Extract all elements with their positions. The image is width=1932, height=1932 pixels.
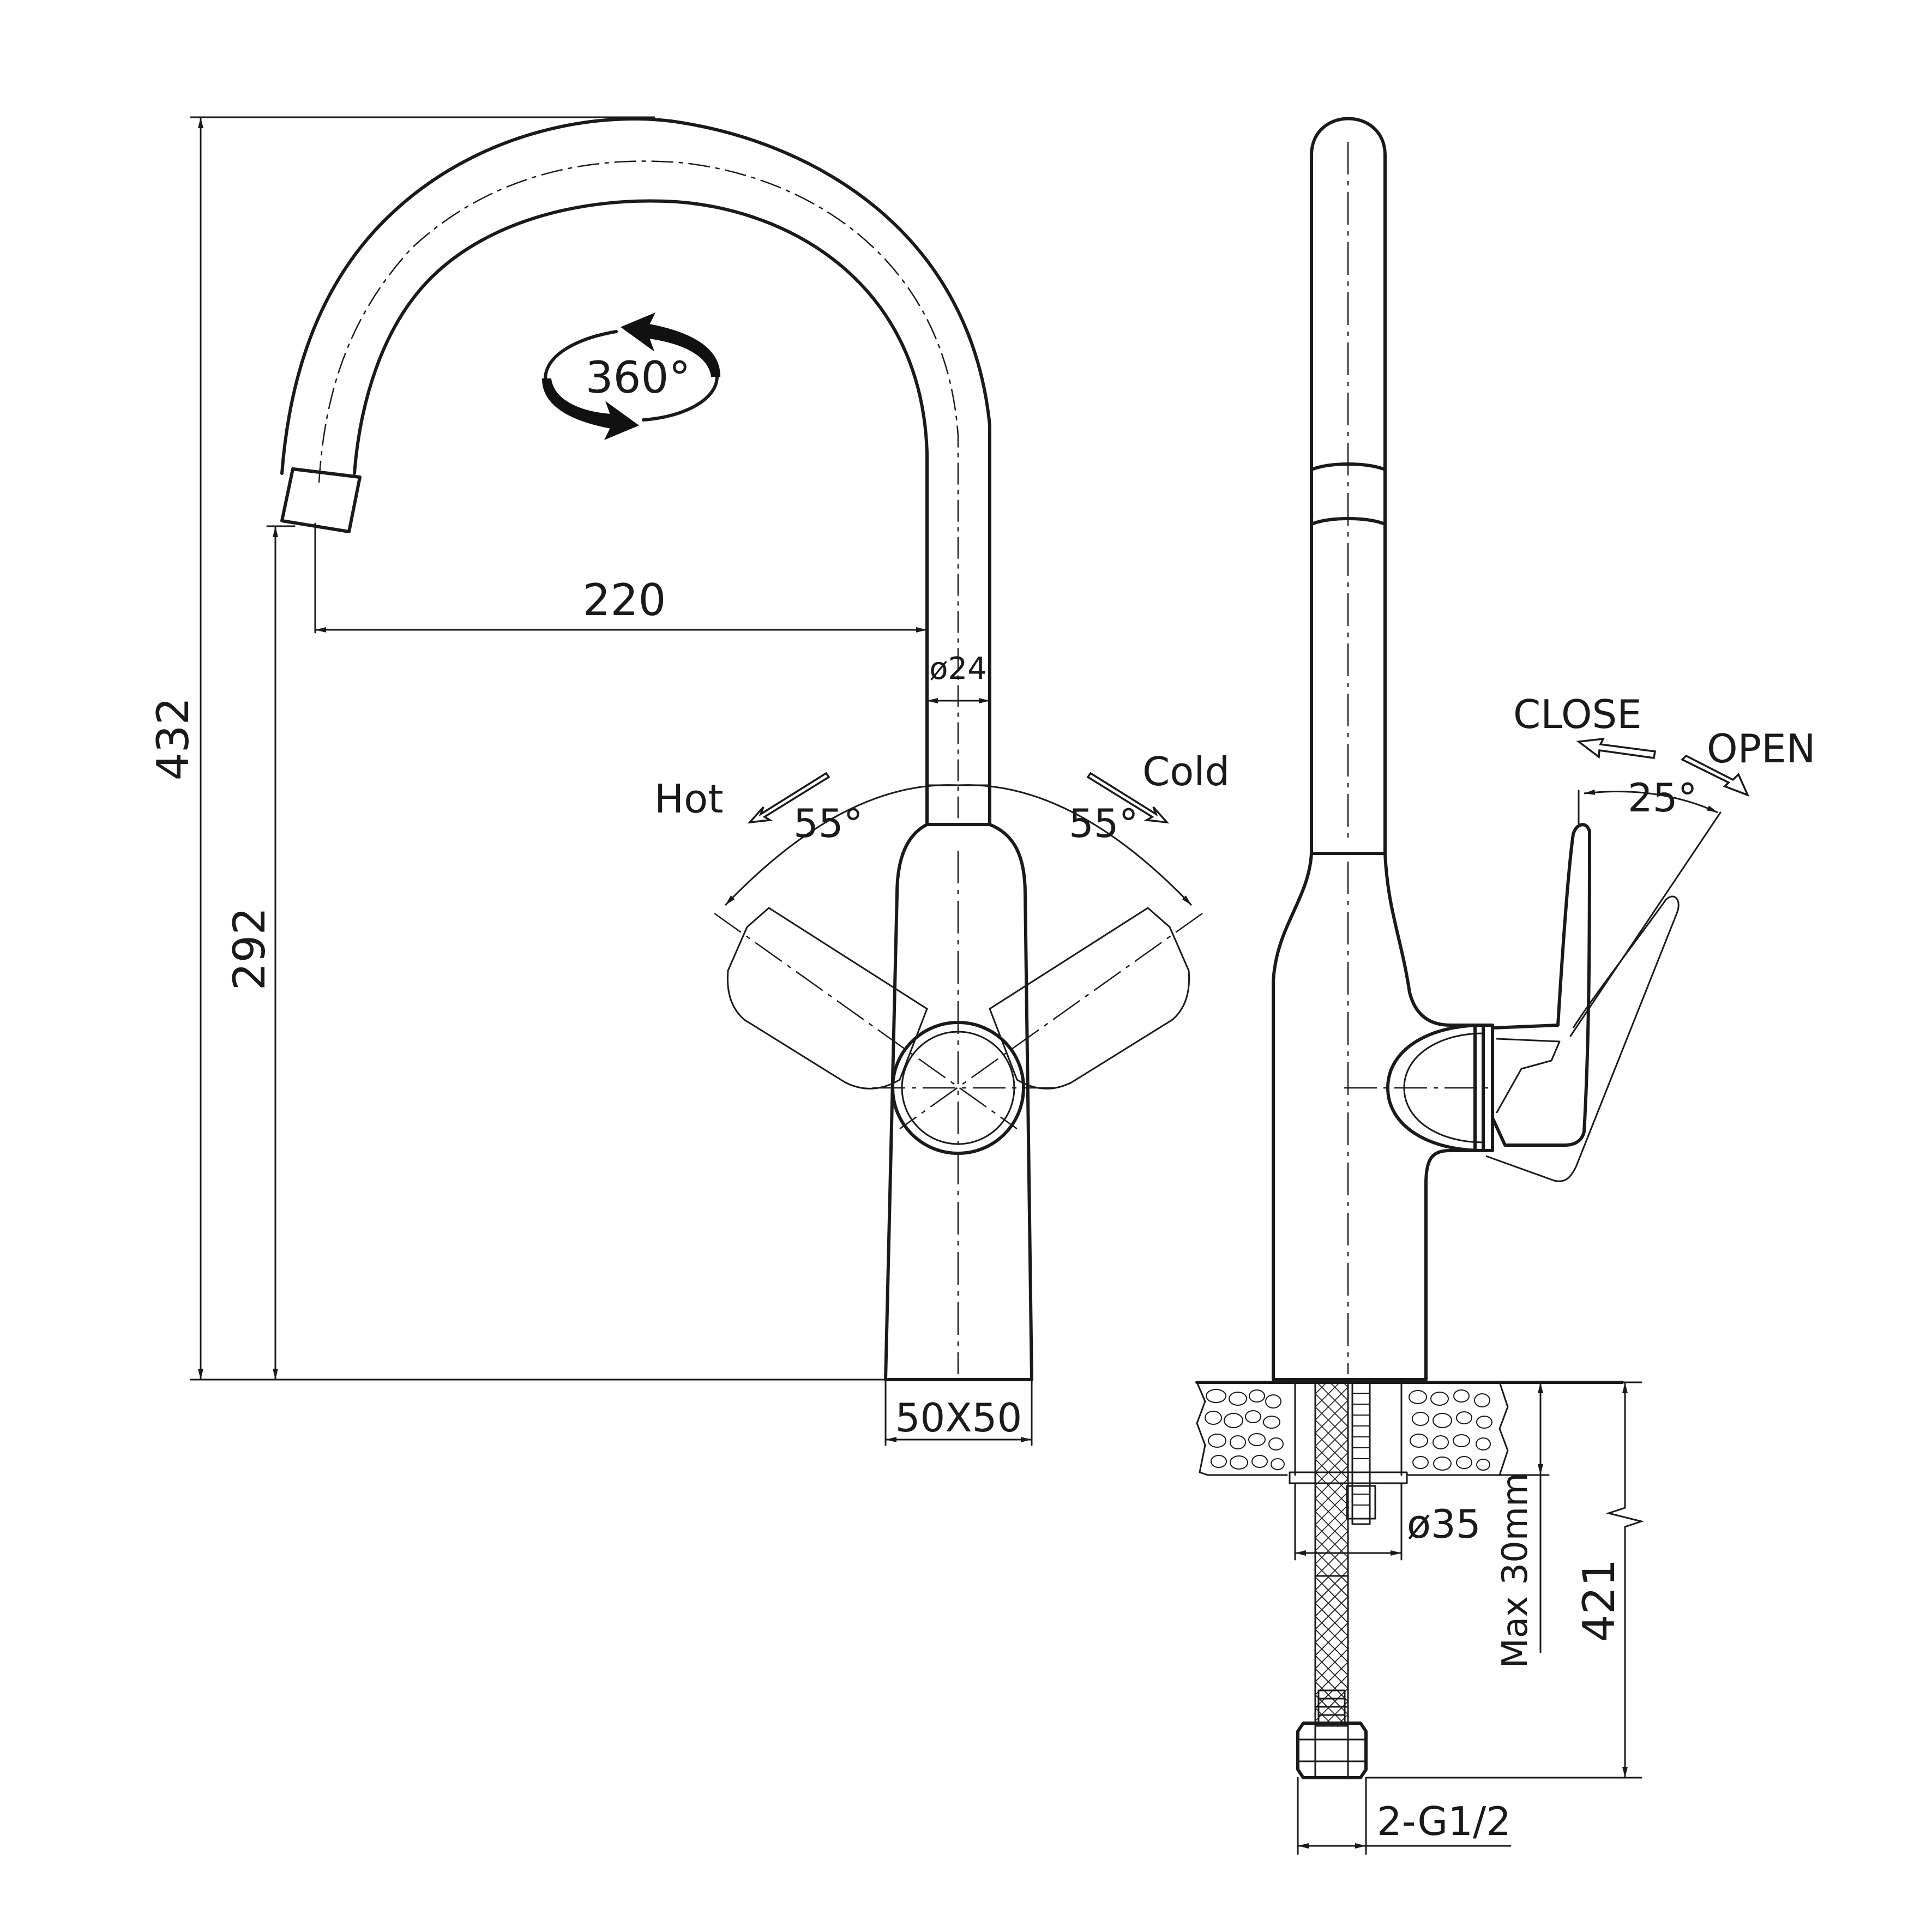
- open-arrow: [1681, 754, 1750, 797]
- height-total-label: 432: [148, 697, 198, 781]
- spout-diameter-label: ø24: [929, 651, 987, 687]
- open-label: OPEN: [1707, 726, 1815, 772]
- hose-length-dimension-line: [1605, 1382, 1645, 1778]
- cold-label: Cold: [1142, 749, 1230, 795]
- lever-angle-dimension: [1584, 789, 1718, 814]
- side-lever: [1491, 823, 1591, 1147]
- reach-label: 220: [583, 575, 666, 625]
- handle-cold-ghost: [989, 907, 1190, 1090]
- handle-hot-ghost: [726, 907, 928, 1090]
- cold-direction-arrow: [1086, 772, 1170, 824]
- lever-angle-label: 25°: [1628, 775, 1698, 821]
- hot-axis: [714, 912, 1018, 1130]
- rotation-360-icon: [541, 312, 721, 440]
- side-aerator-top: [1311, 462, 1385, 471]
- hot-label: Hot: [654, 776, 723, 822]
- side-lever-open-axis: [1569, 811, 1722, 1037]
- stud-nut: [1346, 1485, 1376, 1520]
- aerator-ring: [291, 467, 362, 479]
- height-spout-label: 292: [224, 907, 275, 991]
- rotation-label: 360°: [586, 352, 691, 403]
- side-aerator-bottom: [1311, 517, 1385, 525]
- side-lever-open-ghost: [1485, 895, 1680, 1182]
- stud-threads: [1352, 1393, 1370, 1506]
- spout-centerline: [318, 160, 959, 824]
- close-arrow: [1576, 737, 1657, 759]
- base-size-label: 50X50: [895, 1395, 1022, 1441]
- threaded-stud: [1351, 1381, 1371, 1525]
- side-body: [1272, 852, 1485, 1381]
- spout-outer-edge: [280, 117, 991, 826]
- countertop: [1195, 1381, 1624, 1476]
- front-view: 360° Hot Cold 55° 55° 220 ø24 432 292 50…: [148, 116, 1230, 1446]
- spout-inner-edge: [353, 199, 929, 826]
- cold-axis: [899, 912, 1203, 1130]
- hot-angle-label: 55°: [793, 801, 863, 846]
- hose-length-label: 421: [1574, 1559, 1624, 1642]
- side-lever-inner: [1496, 1038, 1561, 1114]
- max-thickness-label: Max 30mm: [1495, 1473, 1536, 1669]
- spout-aerator: [280, 467, 362, 533]
- cold-angle-label: 55°: [1069, 801, 1139, 846]
- hole-diameter-label: ø35: [1407, 1501, 1481, 1547]
- hose-hex-nut-lines: [1297, 1722, 1367, 1779]
- braided-hose-2: [1314, 1575, 1349, 1708]
- side-spout: [1310, 117, 1387, 855]
- close-label: CLOSE: [1513, 691, 1642, 737]
- side-view: 25° CLOSE OPEN: [1195, 117, 1815, 1855]
- connection-label: 2-G1/2: [1377, 1798, 1511, 1844]
- hot-direction-arrow: [747, 772, 830, 824]
- hose-hex-nut: [1296, 1722, 1368, 1779]
